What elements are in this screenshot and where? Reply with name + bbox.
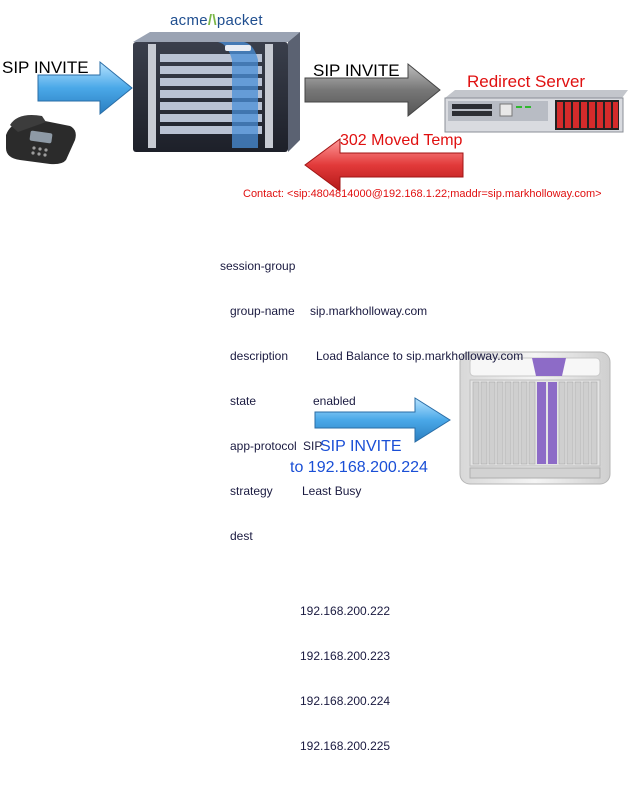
dest-address: 192.168.200.224 bbox=[300, 694, 391, 708]
redirect-server-label: Redirect Server bbox=[467, 72, 586, 91]
diagram-canvas bbox=[6, 32, 628, 485]
dest-list: 192.168.200.222 192.168.200.223 192.168.… bbox=[220, 574, 523, 784]
final-invite-arrow bbox=[314, 397, 451, 443]
acme-packet-logo: acme/\packet bbox=[170, 12, 263, 29]
invite-in-label: SIP INVITE bbox=[2, 58, 89, 77]
logo-text-right: packet bbox=[216, 12, 263, 29]
moved-temp-label: 302 Moved Temp bbox=[340, 132, 463, 149]
config-row: dest bbox=[230, 529, 253, 543]
contact-header-text: Contact: <sip:4804814000@192.168.1.22;ma… bbox=[243, 188, 602, 200]
dest-address: 192.168.200.223 bbox=[300, 649, 391, 663]
invite-in-arrow bbox=[37, 60, 133, 116]
final-invite-label-line2: to 192.168.200.224 bbox=[290, 459, 428, 476]
invite-out-label: SIP INVITE bbox=[313, 61, 400, 80]
moved-temp-arrow bbox=[304, 138, 464, 192]
logo-text-left: acme bbox=[170, 12, 208, 29]
final-invite-label-line1: SIP INVITE bbox=[320, 438, 402, 455]
logo-mark-icon: /\ bbox=[207, 12, 217, 29]
dest-address: 192.168.200.222 bbox=[300, 604, 391, 618]
sbc-slots bbox=[160, 54, 262, 134]
softswitch-chassis-icon bbox=[459, 351, 611, 485]
dest-address: 192.168.200.225 bbox=[300, 739, 391, 753]
session-border-controller-icon bbox=[133, 32, 300, 152]
chassis-blades bbox=[472, 381, 598, 465]
redirect-server-icon bbox=[444, 90, 628, 133]
phone-icon bbox=[6, 115, 76, 165]
config-heading: session-group bbox=[220, 259, 296, 273]
invite-out-arrow bbox=[304, 62, 441, 118]
